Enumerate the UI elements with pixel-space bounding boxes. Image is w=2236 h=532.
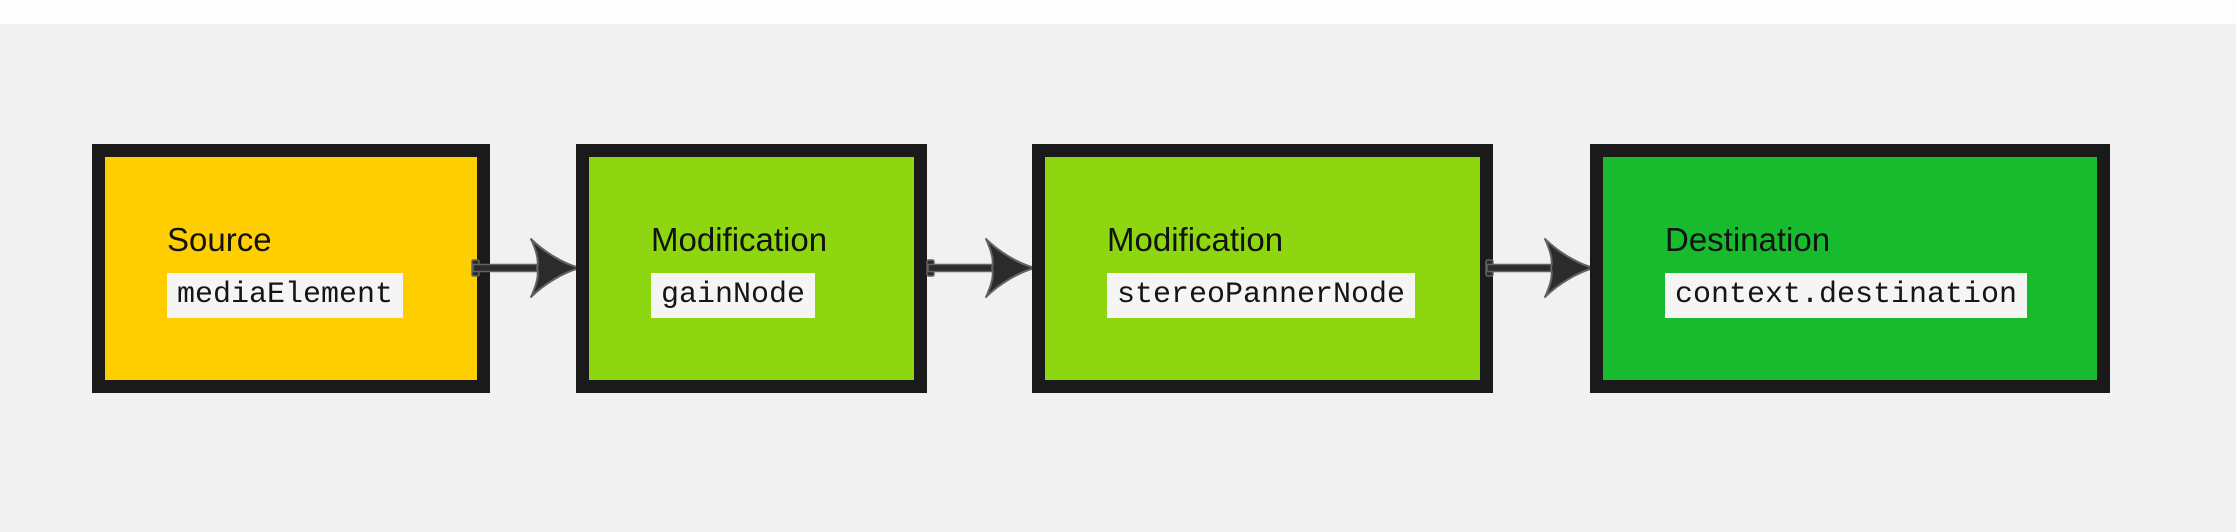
node-title: Source <box>167 221 272 258</box>
node-code-label: gainNode <box>651 273 816 318</box>
node-modification-1: Modification gainNode <box>576 144 927 393</box>
node-code-label: stereoPannerNode <box>1107 273 1416 318</box>
node-source: Source mediaElement <box>92 144 490 393</box>
node-title: Modification <box>1107 221 1284 258</box>
node-title: Destination <box>1665 221 1831 258</box>
arrow-right-icon <box>1485 238 1595 298</box>
arrow-right-icon <box>926 238 1036 298</box>
node-modification-2: Modification stereoPannerNode <box>1032 144 1493 393</box>
top-strip <box>0 0 2236 24</box>
arrow-right-icon <box>471 238 581 298</box>
node-code-label: mediaElement <box>167 273 404 318</box>
node-code-label: context.destination <box>1665 273 2028 318</box>
node-title: Modification <box>651 221 828 258</box>
node-destination: Destination context.destination <box>1590 144 2110 393</box>
